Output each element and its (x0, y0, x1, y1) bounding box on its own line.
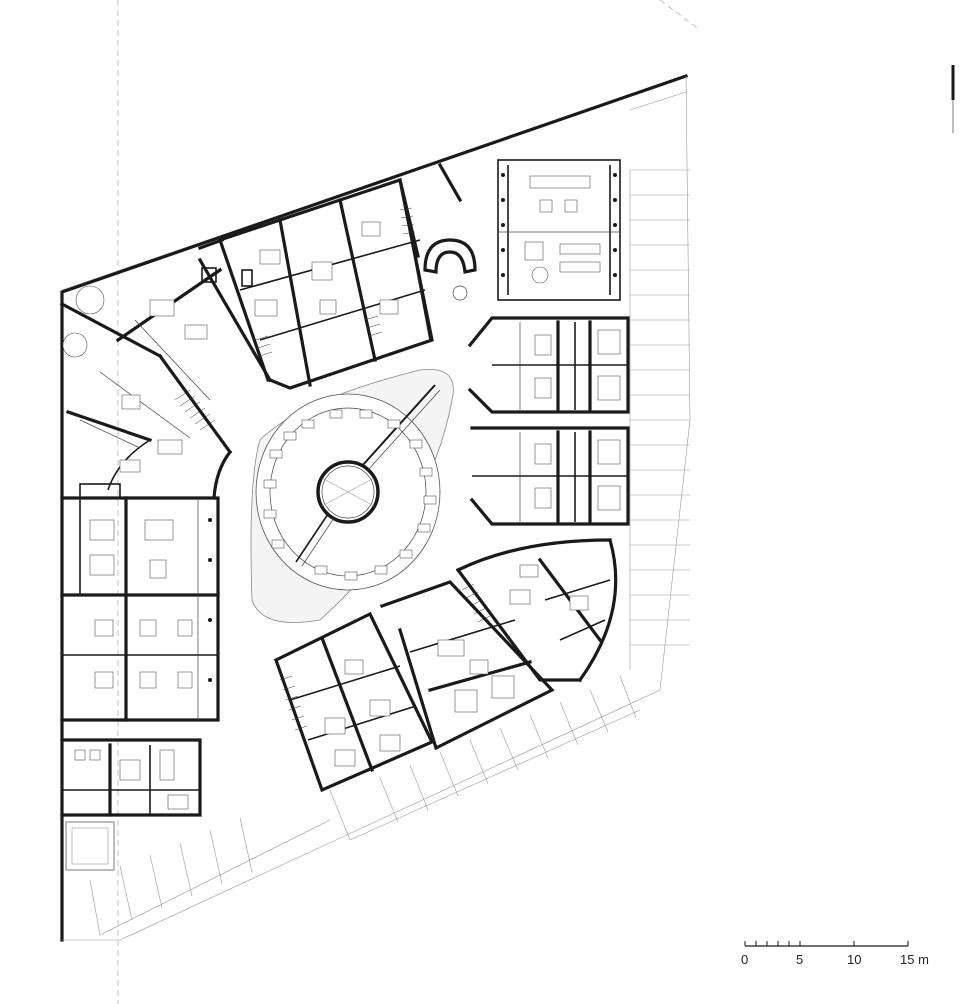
building-west-block (60, 483, 220, 722)
building-southeast-curve (455, 538, 618, 683)
parking-stalls-south (89, 675, 641, 936)
building-northwest-curve (59, 237, 273, 500)
scale-tick-label: 5 (796, 952, 804, 967)
building-east-middle (469, 426, 630, 526)
parking-stalls-east (629, 91, 690, 670)
building-southwest-service (60, 738, 202, 871)
scale-tick-label: 10 (847, 952, 862, 967)
building-south-units (273, 611, 435, 793)
site-boundary (60, 73, 691, 942)
building-northeast-pavilion (497, 159, 621, 301)
building-south-middle (379, 580, 555, 751)
central-plaza (250, 368, 454, 623)
building-north-row (217, 162, 477, 390)
scale-tick-label: 0 (741, 952, 749, 967)
building-east-upper (467, 316, 630, 414)
scale-tick-label: 15 m (900, 952, 929, 967)
